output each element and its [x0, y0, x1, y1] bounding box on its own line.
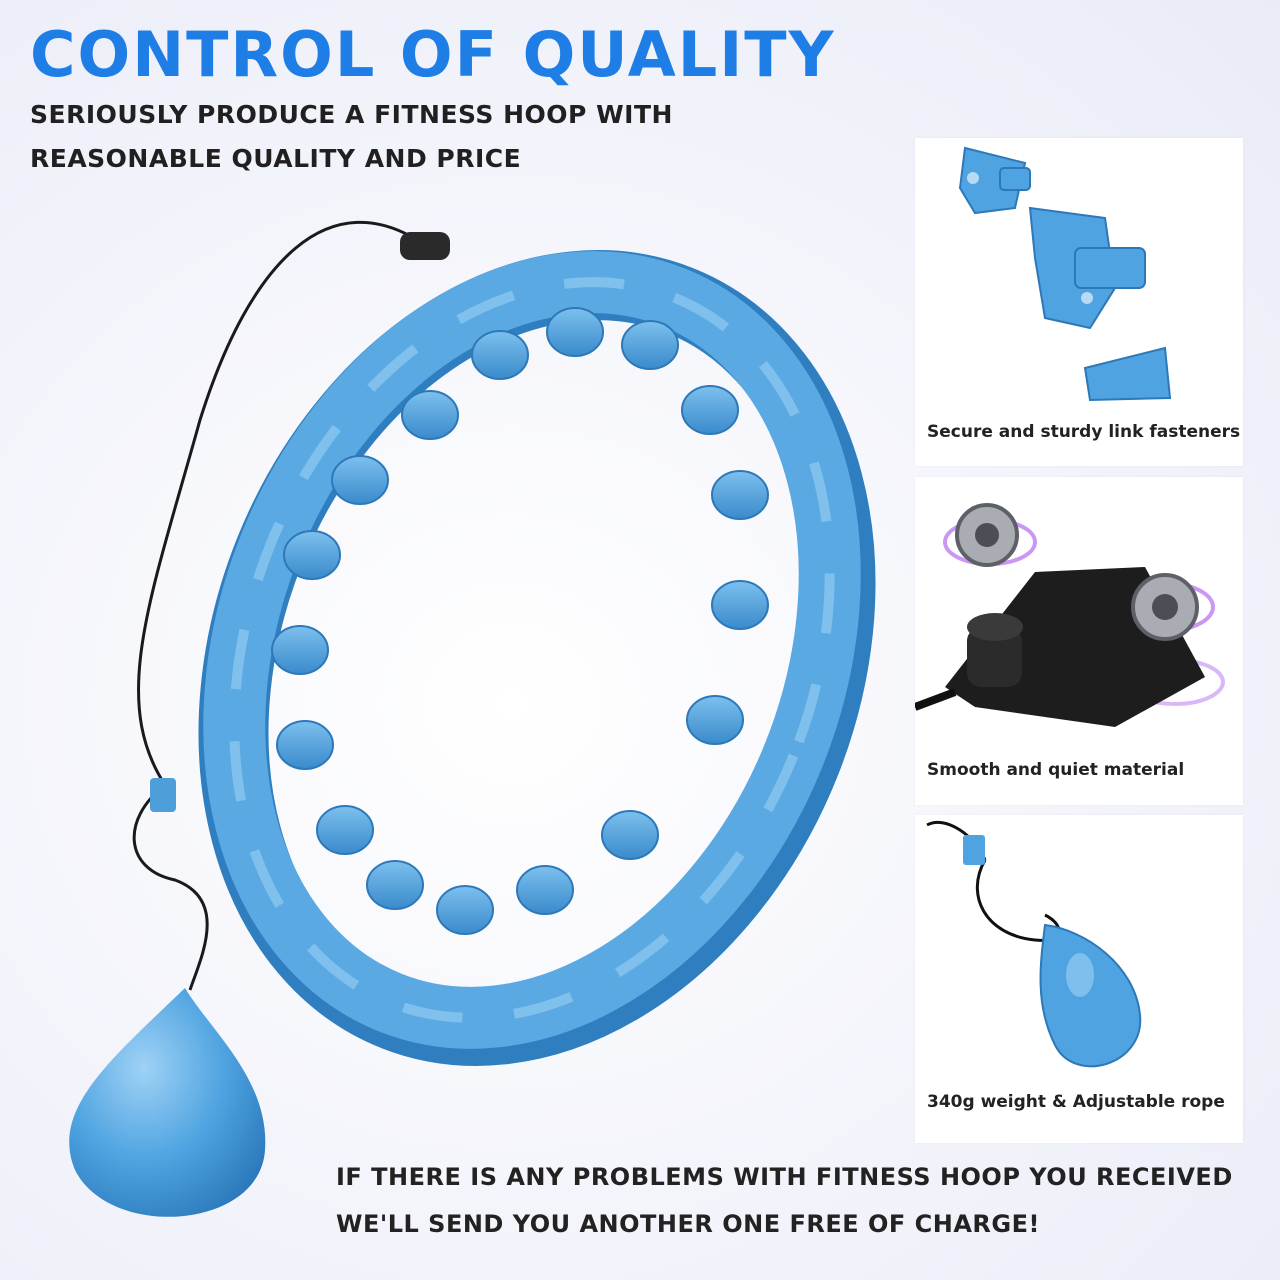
feature-card-fasteners: Secure and sturdy link fasteners: [915, 138, 1243, 466]
footer-line-2: WE'LL SEND YOU ANOTHER ONE FREE OF CHARG…: [336, 1210, 1040, 1238]
feature-card-bearing: Smooth and quiet material: [915, 477, 1243, 805]
feature-caption-fasteners: Secure and sturdy link fasteners: [927, 422, 1241, 442]
massage-nubs: [271, 307, 769, 935]
feature-caption-bearing: Smooth and quiet material: [927, 760, 1185, 780]
subtitle-line-2: REASONABLE QUALITY AND PRICE: [30, 144, 522, 173]
weight-ball: [69, 988, 266, 1217]
rope-clip-icon: [400, 232, 450, 260]
page-title: CONTROL OF QUALITY: [30, 18, 836, 91]
rope: [137, 220, 426, 786]
feature-caption-weight: 340g weight & Adjustable rope: [927, 1092, 1225, 1112]
link-fastener-icon: [958, 146, 1172, 402]
bearing-icon: [915, 503, 1225, 727]
fitness-hoop-image: [69, 220, 876, 1217]
feature-card-weight: 340g weight & Adjustable rope: [915, 815, 1243, 1143]
hoop-ring: [198, 250, 876, 1066]
footer-line-1: IF THERE IS ANY PROBLEMS WITH FITNESS HO…: [336, 1163, 1233, 1191]
weight-ball-icon: [926, 820, 1142, 1068]
subtitle-line-1: SERIOUSLY PRODUCE A FITNESS HOOP WITH: [30, 100, 673, 129]
